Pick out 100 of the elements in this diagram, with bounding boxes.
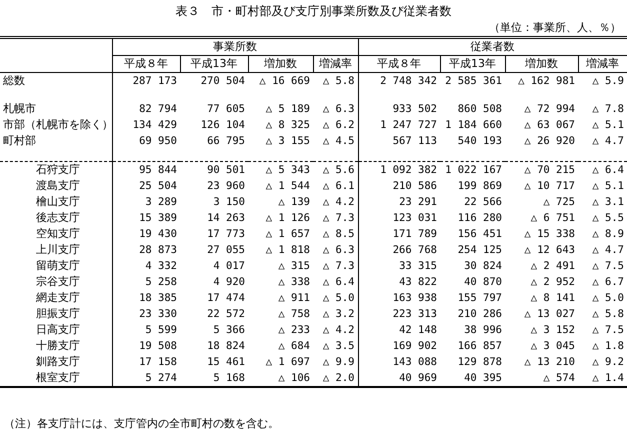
data-cell-text: △ 8.9 — [591, 227, 625, 242]
data-cell-text: 38 996 — [463, 323, 503, 338]
row-header: 空知支庁 — [0, 226, 112, 242]
data-cell-text: △ 5.8 — [591, 307, 625, 322]
data-cell-text: △ 8 325 — [264, 118, 311, 133]
row-header: 宗谷支庁 — [0, 274, 112, 290]
data-cell-text: 30 824 — [463, 259, 503, 274]
data-cell: 1 247 727 — [358, 117, 440, 133]
data-cell: 17 158 — [112, 354, 180, 370]
data-cell-text: △ 758 — [277, 307, 311, 322]
data-cell: △ 70 215 — [505, 162, 578, 178]
data-cell-text: △ 1 818 — [264, 243, 311, 258]
data-cell: △ 5 343 — [248, 162, 313, 178]
data-cell-text: △ 7.5 — [591, 259, 625, 274]
data-cell-text: △ 26 920 — [523, 134, 576, 149]
data-cell: 23 330 — [112, 306, 180, 322]
data-cell: 1 022 167 — [440, 162, 505, 178]
data-cell: 43 822 — [358, 274, 440, 290]
data-cell: 33 315 — [358, 258, 440, 274]
data-cell-text: 15 461 — [206, 355, 246, 370]
data-cell-text: △ 139 — [277, 195, 311, 210]
data-cell-text: △ 1 126 — [264, 211, 311, 226]
data-cell-text: 129 878 — [456, 355, 503, 370]
data-cell-text: △ 684 — [277, 339, 311, 354]
table-title: 表３ 市・町村部及び支庁別事業所数及び従業者数 — [174, 3, 452, 20]
data-cell: 5 274 — [112, 370, 180, 387]
data-cell: △ 6.3 — [313, 101, 358, 117]
column-header: 増加数 — [248, 56, 313, 72]
data-cell-text: △ 9.2 — [591, 355, 625, 370]
data-cell: △ 4.2 — [313, 322, 358, 338]
row-header: 上川支庁 — [0, 242, 112, 258]
data-cell: 933 502 — [358, 101, 440, 117]
footnote: （注）各支庁計には、支庁管内の全市町村の数を含む。 — [4, 416, 279, 431]
data-cell: 40 969 — [358, 370, 440, 387]
data-cell-text: 27 055 — [206, 243, 246, 258]
data-cell: △ 3.5 — [313, 338, 358, 354]
data-cell: △ 5.6 — [313, 162, 358, 178]
data-cell-text: 4 017 — [212, 259, 246, 274]
column-header: 平成13年 — [180, 56, 248, 72]
data-cell-text: △ 7.5 — [591, 323, 625, 338]
unit-note: （単位：事業所、人、％） — [489, 20, 621, 35]
row-header: 檜山支庁 — [0, 194, 112, 210]
data-cell-text: △ 3.1 — [591, 195, 625, 210]
data-cell-text: 14 263 — [206, 211, 246, 226]
data-cell: △ 4.2 — [313, 194, 358, 210]
data-cell: 82 794 — [112, 101, 180, 117]
data-cell-text: △ 233 — [277, 323, 311, 338]
data-cell: △ 6.4 — [578, 162, 627, 178]
column-header: 増加数 — [505, 56, 578, 72]
data-cell: 90 501 — [180, 162, 248, 178]
data-cell-text: △ 63 067 — [523, 118, 576, 133]
data-cell: △ 7.3 — [313, 258, 358, 274]
data-cell-text: 116 280 — [456, 211, 503, 226]
data-cell: △ 4.5 — [313, 133, 358, 149]
data-cell-text: 155 797 — [456, 291, 503, 306]
data-cell: △ 6.3 — [313, 242, 358, 258]
data-cell: 15 389 — [112, 210, 180, 226]
data-cell: 5 599 — [112, 322, 180, 338]
data-cell: 210 586 — [358, 178, 440, 194]
data-cell-text: △ 1 657 — [264, 227, 311, 242]
row-header: 総数 — [0, 72, 112, 89]
row-header: 網走支庁 — [0, 290, 112, 306]
data-cell-text: △ 7.8 — [591, 102, 625, 117]
data-cell: 2 585 361 — [440, 72, 505, 89]
data-cell: 28 873 — [112, 242, 180, 258]
data-cell: 25 504 — [112, 178, 180, 194]
data-cell-text: 22 572 — [206, 307, 246, 322]
column-header: 平成８年 — [358, 56, 440, 72]
data-cell: 143 088 — [358, 354, 440, 370]
data-cell-text: △ 338 — [277, 275, 311, 290]
data-cell: 223 313 — [358, 306, 440, 322]
data-cell-text: 66 795 — [206, 134, 246, 149]
row-header: 後志支庁 — [0, 210, 112, 226]
data-cell-text: 77 605 — [206, 102, 246, 117]
data-cell-text: 4 920 — [212, 275, 246, 290]
data-cell-text: 156 451 — [456, 227, 503, 242]
data-cell-text: △ 911 — [277, 291, 311, 306]
data-cell: △ 106 — [248, 370, 313, 387]
data-cell-text: 540 193 — [456, 134, 503, 149]
data-cell: 4 332 — [112, 258, 180, 274]
data-cell: 1 092 382 — [358, 162, 440, 178]
row-header: 根室支庁 — [0, 370, 112, 387]
data-cell: 287 173 — [112, 72, 180, 89]
row-header: 石狩支庁 — [0, 162, 112, 178]
data-cell-text: 3 150 — [212, 195, 246, 210]
data-cell: △ 16 669 — [248, 72, 313, 89]
data-cell-text: △ 13 027 — [523, 307, 576, 322]
data-cell: △ 5.8 — [313, 72, 358, 89]
data-cell: 163 938 — [358, 290, 440, 306]
data-cell: △ 9.9 — [313, 354, 358, 370]
row-header: 胆振支庁 — [0, 306, 112, 322]
data-cell: 23 291 — [358, 194, 440, 210]
data-cell-text: △ 1 544 — [264, 179, 311, 194]
data-cell: 2 748 342 — [358, 72, 440, 89]
data-cell: 5 258 — [112, 274, 180, 290]
column-header: 事業所数 — [112, 38, 358, 56]
data-cell-text: 40 870 — [463, 275, 503, 290]
data-cell-text: △ 3 045 — [530, 339, 576, 354]
row-header: 渡島支庁 — [0, 178, 112, 194]
data-cell-text: △ 1 697 — [264, 355, 311, 370]
